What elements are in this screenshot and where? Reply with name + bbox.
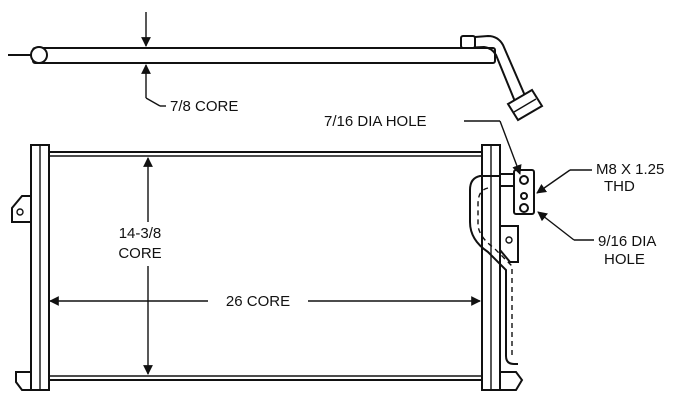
inlet-hole (519, 175, 529, 185)
thread-label-line1: M8 X 1.25 (596, 161, 664, 178)
hidden-pipe (477, 187, 513, 356)
outlet-pipe (469, 175, 518, 365)
left-mount-foot (15, 371, 32, 391)
outlet-hole-label-line1: 9/16 DIA (598, 233, 656, 250)
outlet-hole-callout: 9/16 DIA HOLE (537, 211, 656, 268)
condenser-core (46, 151, 484, 381)
top-view-end-cap (30, 46, 48, 64)
thread-callout: M8 X 1.25 THD (536, 161, 664, 195)
top-view-tube-outer (461, 34, 527, 99)
core-depth-dimension: 7/8 CORE (141, 12, 238, 115)
core-height-label-line1: 14-3/8 (119, 225, 162, 242)
top-view-tube-collar (460, 35, 476, 49)
inlet-hole-callout: 7/16 DIA HOLE (324, 113, 522, 175)
core-width-dimension: 26 CORE (49, 293, 481, 310)
core-width-label: 26 CORE (226, 293, 290, 310)
core-height-dimension: 14-3/8 CORE (118, 157, 162, 375)
top-view-core (32, 47, 496, 64)
top-view-tube-inner (461, 45, 517, 105)
inlet-hole-label: 7/16 DIA HOLE (324, 113, 427, 130)
core-height-label-line2: CORE (118, 245, 161, 262)
front-view (11, 144, 535, 391)
right-mount-foot (499, 371, 524, 391)
thread-label-line2: THD (604, 178, 635, 195)
fitting-neck (499, 173, 515, 187)
right-mount-bracket (499, 225, 519, 263)
outlet-hole (519, 203, 529, 213)
thread-hole (520, 192, 528, 200)
top-view (8, 34, 544, 122)
outlet-hole-label-line2: HOLE (604, 251, 645, 268)
core-depth-label: 7/8 CORE (170, 98, 238, 115)
